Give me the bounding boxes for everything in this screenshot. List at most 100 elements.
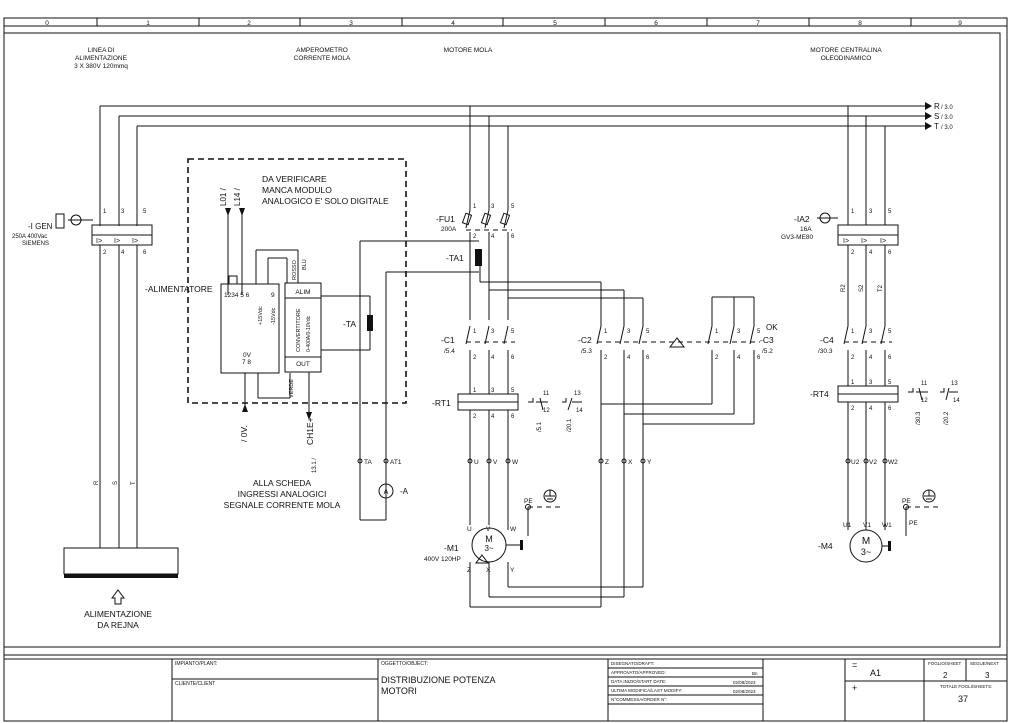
- m4-ph: 3~: [861, 547, 871, 557]
- svg-text:5: 5: [757, 329, 761, 335]
- m4-v1: V1: [863, 522, 871, 529]
- conv-rosso: ROSSO: [292, 259, 298, 280]
- col-num: 3: [349, 20, 353, 27]
- section-headers: LINEA DI ALIMENTAZIONE 3 X 380V 120mmq A…: [74, 47, 882, 70]
- at1-term: AT1: [390, 459, 402, 466]
- svg-text:I>: I>: [880, 238, 886, 245]
- m1-m: M: [485, 534, 493, 544]
- header-motore-centralina: MOTORE CENTRALINA: [810, 47, 882, 54]
- svg-text:3: 3: [869, 209, 873, 215]
- conv-out: OUT: [296, 361, 310, 368]
- rt4-tag: -RT4: [810, 389, 829, 399]
- svg-text:1: 1: [851, 329, 855, 335]
- svg-text:1: 1: [473, 204, 477, 210]
- svg-text:14: 14: [576, 408, 583, 414]
- svg-text:1: 1: [851, 209, 855, 215]
- pe-label-m4: PE: [902, 498, 911, 505]
- tb-a1: A1: [870, 668, 881, 678]
- wire-s: S: [113, 481, 119, 485]
- svg-text:2: 2: [715, 355, 719, 361]
- rt1-ref: /5.1: [537, 421, 543, 432]
- output-r: R: [934, 102, 940, 111]
- svg-text:4: 4: [491, 355, 495, 361]
- output-t: T: [934, 122, 939, 131]
- svg-text:3: 3: [737, 329, 741, 335]
- l01-label: L01 /: [219, 187, 228, 206]
- header-motore-centralina: OLEODINAMICO: [821, 55, 872, 62]
- motor-m4: -M4 M 3~ U1 V1 W1 PE PE: [818, 489, 940, 563]
- column-ruler: 0 1 2 3 4 5 6 7 8 9: [45, 18, 962, 27]
- tb-oggetto-value: MOTORI: [381, 686, 417, 696]
- output-t-ref: / 3.0: [941, 125, 953, 131]
- svg-text:4: 4: [869, 250, 873, 256]
- tb-impianto: IMPIANTO/PLANT:: [175, 661, 217, 667]
- pe-label-m4b: PE: [909, 520, 918, 527]
- tb-segue-value: 3: [985, 671, 990, 680]
- tb-approvato-value: Bn: [752, 671, 758, 676]
- m1-z: Z: [467, 567, 471, 574]
- svg-text:I>: I>: [861, 238, 867, 245]
- term-w: W: [512, 459, 519, 466]
- svg-text:I>: I>: [132, 238, 138, 245]
- svg-text:2: 2: [473, 234, 477, 240]
- svg-text:4: 4: [491, 414, 495, 420]
- ta-tag: -TA: [343, 319, 356, 329]
- output-r-ref: / 3.0: [941, 105, 953, 111]
- tb-eq: =: [852, 660, 857, 670]
- term-z: Z: [605, 459, 609, 466]
- svg-text:1: 1: [473, 388, 477, 394]
- ov-label: / 0V.: [239, 425, 249, 442]
- note-line: MANCA MODULO: [262, 185, 332, 195]
- svg-text:3: 3: [869, 380, 873, 386]
- main-bus: R / 3.0 S / 3.0 T / 3.0: [99, 102, 953, 215]
- m1-spec: 400V 120HP: [424, 556, 461, 563]
- svg-text:2: 2: [851, 250, 855, 256]
- wire-t: T: [131, 481, 137, 485]
- ammeter-symbol: A: [384, 489, 389, 496]
- m4-u1: U1: [843, 522, 852, 529]
- svg-text:6: 6: [511, 234, 515, 240]
- tb-foglio: FOGLIO/SHEET: [928, 661, 962, 666]
- igen-spec: 250A 400Vac: [12, 234, 47, 240]
- output-s: S: [934, 112, 939, 121]
- conv-verde: VERDE: [289, 379, 295, 398]
- col-num: 6: [654, 20, 658, 27]
- svg-text:13: 13: [574, 391, 581, 397]
- supply-label: ALIMENTAZIONE: [84, 609, 152, 619]
- c4-tag: -C4: [820, 335, 834, 345]
- conv-alim: ALIM: [295, 289, 310, 296]
- svg-text:4: 4: [869, 406, 873, 412]
- col-num: 2: [247, 20, 251, 27]
- fu1-spec: 200A: [441, 226, 457, 233]
- svg-text:6: 6: [888, 406, 892, 412]
- svg-text:1: 1: [715, 329, 719, 335]
- supply-source: ALIMENTAZIONE DA REJNA: [63, 547, 179, 630]
- ia2-spec: GV3-ME80: [781, 234, 814, 241]
- m4-w1: W1: [882, 522, 892, 529]
- svg-text:4: 4: [627, 355, 631, 361]
- tb-segue: SEGUE/NEXT: [970, 661, 999, 666]
- m4-m: M: [862, 536, 870, 547]
- motor-m1: -M1 400V 120HP M 3~ U V W Z X Y PE: [424, 489, 643, 608]
- m1-v: V: [486, 526, 491, 533]
- wire-r2: R2: [841, 284, 847, 292]
- fu1-tag: -FU1: [436, 214, 455, 224]
- tb-data-inizio: DATA INIZIO/START DATE:: [611, 679, 666, 684]
- svg-text:1: 1: [103, 209, 107, 215]
- ch1e-ref: 13.1 /: [312, 458, 318, 473]
- svg-text:6: 6: [143, 250, 147, 256]
- header-linea: 3 X 380V 120mmq: [74, 63, 128, 70]
- header-motore-mola: MOTORE MOLA: [444, 47, 493, 54]
- svg-text:4: 4: [737, 355, 741, 361]
- svg-text:5: 5: [143, 209, 147, 215]
- alimentatore-module: -ALIMENTATORE 1234 5 6 +15Vdc -15Vdc 9 0…: [145, 249, 299, 412]
- svg-text:3: 3: [627, 329, 631, 335]
- svg-text:6: 6: [511, 355, 515, 361]
- c3-ok: OK: [766, 323, 778, 332]
- wire-s2: S2: [859, 284, 865, 292]
- rt1-tag: -RT1: [432, 398, 451, 408]
- svg-text:14: 14: [953, 398, 960, 404]
